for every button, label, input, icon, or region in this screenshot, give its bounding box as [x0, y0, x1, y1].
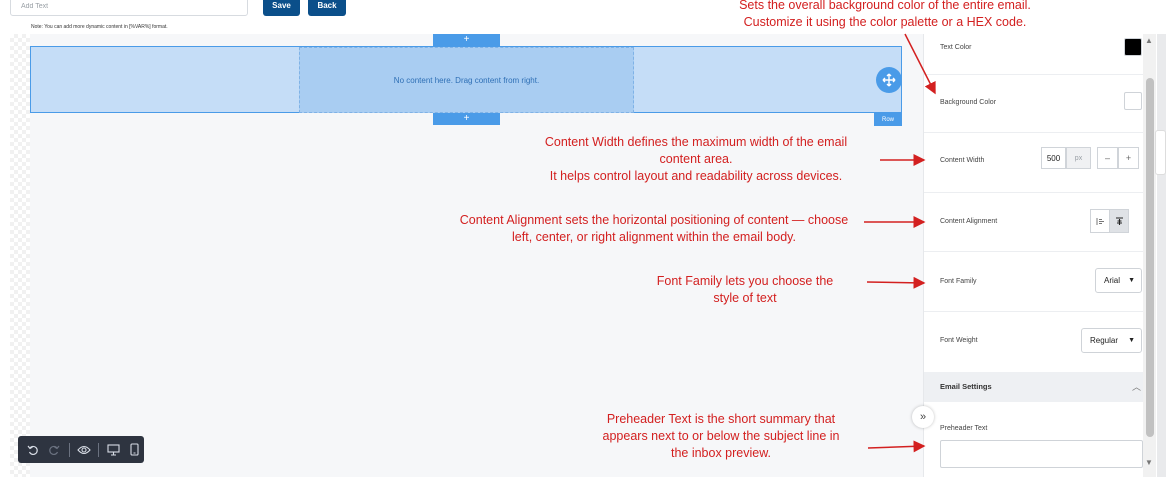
chevron-up-icon: ︿	[1132, 382, 1142, 392]
font-weight-label: Font Weight	[940, 337, 978, 344]
font-family-value: Arial	[1104, 276, 1121, 285]
background-color-row: Background Color	[924, 75, 1144, 133]
font-weight-value: Regular	[1090, 336, 1119, 345]
annotation-preheader-line: Preheader Text is the short summary that	[606, 412, 836, 426]
scroll-down-icon[interactable]: ▼	[1145, 458, 1153, 467]
content-width-label: Content Width	[940, 157, 985, 164]
font-weight-row: Font Weight Regular ▼	[924, 312, 1144, 372]
preview-eye-icon[interactable]	[75, 440, 94, 460]
window-edge	[1157, 34, 1166, 477]
annotation-width-line: It helps control layout and readability …	[549, 169, 843, 183]
undo-icon[interactable]	[24, 440, 43, 460]
background-color-label: Background Color	[940, 99, 997, 106]
redo-icon[interactable]	[45, 440, 64, 460]
scroll-up-icon[interactable]: ▲	[1145, 36, 1153, 45]
font-family-label: Font Family	[940, 278, 977, 285]
font-family-row: Font Family Arial ▼	[924, 252, 1144, 312]
content-alignment-label: Content Alignment	[940, 218, 998, 225]
panel-scrollbar-thumb[interactable]	[1146, 78, 1154, 437]
font-family-select[interactable]: Arial ▼	[1095, 268, 1142, 293]
annotation-preheader-line: appears next to or below the subject lin…	[602, 429, 840, 443]
email-settings-header[interactable]: Email Settings ︿	[924, 372, 1144, 402]
drop-zone[interactable]: No content here. Drag content from right…	[299, 47, 634, 113]
email-row[interactable]: No content here. Drag content from right…	[30, 46, 902, 113]
annotation-content-width: Content Width defines the maximum width …	[516, 134, 876, 185]
annotation-width-line: content area.	[659, 152, 733, 166]
preheader-text-input[interactable]	[940, 440, 1143, 468]
annotation-font-line: Font Family lets you choose the	[656, 274, 834, 288]
add-row-above-button[interactable]: +	[433, 34, 500, 46]
move-arrows-icon[interactable]	[876, 67, 902, 93]
add-row-below-button[interactable]: +	[433, 113, 500, 125]
email-settings-label: Email Settings	[940, 382, 992, 391]
save-button[interactable]: Save	[263, 0, 300, 16]
content-width-unit: px	[1066, 147, 1091, 169]
preheader-label: Preheader Text	[940, 425, 988, 432]
content-width-decrement-button[interactable]: –	[1097, 147, 1118, 169]
toolbar-divider	[68, 442, 70, 457]
text-color-row: Text Color	[924, 34, 1144, 75]
annotation-font-family: Font Family lets you choose the style of…	[640, 273, 850, 307]
collapse-panel-button[interactable]: »	[912, 406, 934, 428]
canvas-toolbar	[18, 436, 144, 463]
font-weight-select[interactable]: Regular ▼	[1081, 328, 1142, 353]
content-width-input[interactable]: 500	[1041, 147, 1066, 169]
annotation-alignment-line: left, center, or right alignment within …	[512, 230, 796, 244]
side-handle[interactable]	[1155, 130, 1166, 175]
annotation-preheader-line: the inbox preview.	[670, 446, 772, 460]
chevron-down-icon: ▼	[1128, 337, 1135, 344]
drop-zone-message: No content here. Drag content from right…	[393, 75, 540, 85]
annotation-content-alignment: Content Alignment sets the horizontal po…	[449, 212, 859, 246]
text-color-label: Text Color	[940, 44, 972, 51]
settings-panel: Text Color Background Color Content Widt…	[923, 34, 1144, 477]
background-color-swatch[interactable]	[1124, 92, 1142, 110]
align-center-icon[interactable]	[1109, 209, 1129, 233]
move-arrows-glyph	[882, 73, 896, 87]
align-left-icon[interactable]	[1090, 209, 1110, 233]
content-alignment-row: Content Alignment	[924, 193, 1144, 252]
dynamic-content-note: Note: You can add more dynamic content i…	[31, 24, 168, 30]
text-color-swatch[interactable]	[1124, 38, 1142, 56]
annotation-font-line: style of text	[713, 291, 777, 305]
toolbar-divider	[98, 442, 100, 457]
content-width-increment-button[interactable]: +	[1118, 147, 1139, 169]
annotation-alignment-line: Content Alignment sets the horizontal po…	[459, 213, 849, 227]
mobile-icon[interactable]	[125, 440, 144, 460]
chevron-down-icon: ▼	[1128, 277, 1135, 284]
annotation-background-line: Sets the overall background color of the…	[739, 0, 1031, 12]
annotation-preheader: Preheader Text is the short summary that…	[585, 411, 857, 462]
row-label-badge[interactable]: Row	[874, 113, 902, 126]
back-button[interactable]: Back	[308, 0, 346, 16]
annotation-background: Sets the overall background color of the…	[705, 0, 1065, 31]
add-text-input[interactable]	[11, 0, 247, 15]
annotation-background-line: Customize it using the color palette or …	[743, 15, 1027, 29]
canvas-gutter	[10, 34, 30, 477]
annotation-width-line: Content Width defines the maximum width …	[544, 135, 848, 149]
desktop-icon[interactable]	[104, 440, 123, 460]
content-width-row: Content Width 500 px – +	[924, 133, 1144, 193]
add-text-field[interactable]	[10, 0, 248, 16]
